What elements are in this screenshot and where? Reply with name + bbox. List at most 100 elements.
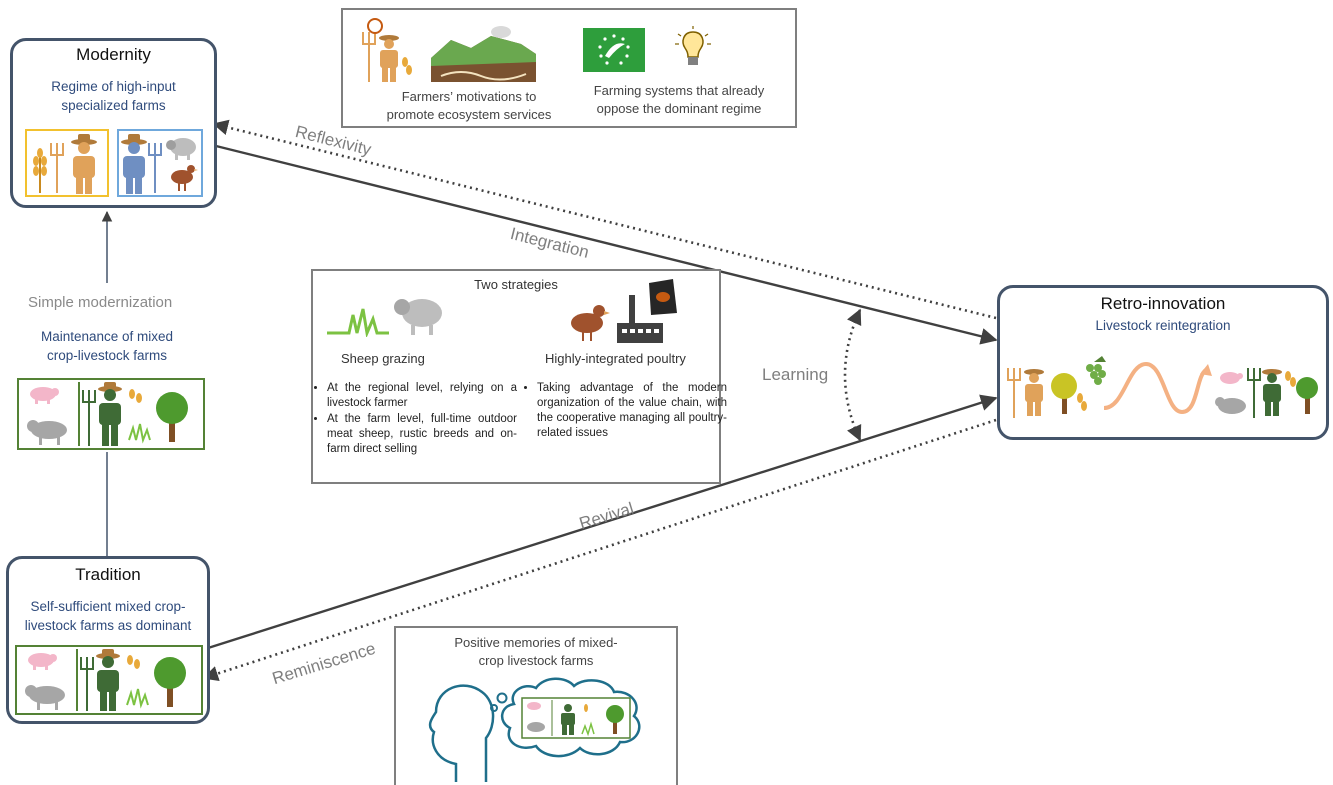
farmer-icon <box>1262 369 1282 416</box>
modernity-subtitle: Regime of high-input specialized farms <box>13 77 214 115</box>
pig-icon <box>527 702 541 710</box>
pig-icon <box>28 653 57 670</box>
chicken-icon <box>171 165 198 191</box>
poultry-illustration <box>571 279 677 343</box>
farmer-icon <box>98 382 122 446</box>
memory-illustration <box>428 677 641 782</box>
thought-dot-icon <box>490 704 498 712</box>
landscape-icon <box>431 26 536 82</box>
memories-line2: crop livestock farms <box>478 653 594 668</box>
wheat-icon <box>129 389 142 403</box>
reminiscence-arrow <box>202 418 997 682</box>
simple-modernization-label: Simple modernization <box>28 294 173 311</box>
learning-label: Learning <box>762 365 829 384</box>
livestock-farmer-illustration <box>121 134 198 194</box>
tradition-farm-frame <box>15 645 203 715</box>
tree-icon <box>606 705 624 734</box>
maintenance-label: Maintenance of mixed crop-livestock farm… <box>12 327 202 365</box>
wheat-icon <box>402 57 412 75</box>
poultry-bullet-value-chain: Taking advantage of the modern organizat… <box>537 381 727 441</box>
factory-icon <box>617 295 663 343</box>
tradition-subtitle-line1: Self-sufficient mixed crop- <box>30 599 186 614</box>
tradition-subtitle-line2: livestock farms as dominant <box>24 618 192 633</box>
crop-farm-frame <box>25 129 109 197</box>
cow-icon <box>1215 397 1246 414</box>
tradition-node: Tradition Self-sufficient mixed crop- li… <box>6 556 210 724</box>
sheep-icon <box>394 299 442 335</box>
modernity-title: Modernity <box>76 45 151 64</box>
head-icon <box>428 684 495 782</box>
tree-icon <box>1296 377 1318 414</box>
sheep-bullet-farm: At the farm level, full-time outdoor mea… <box>327 412 517 457</box>
pitchfork-icon <box>1247 368 1261 418</box>
pig-icon <box>30 387 59 404</box>
pollinator-icon <box>367 18 383 34</box>
grass-icon <box>126 688 149 709</box>
poultry-bullets: Taking advantage of the modern organizat… <box>523 381 727 442</box>
integration-arrow <box>211 143 998 345</box>
opposing-systems-line1: Farming systems that already <box>593 83 765 98</box>
wheat-icon <box>1077 393 1087 411</box>
strategies-box: Two strategies Sheep grazing Highly- <box>311 269 727 484</box>
sheep-grazing-illustration <box>327 299 442 337</box>
wheat-icon <box>1285 371 1296 387</box>
maintenance-label-line2: crop-livestock farms <box>46 348 168 363</box>
pitchfork-icon <box>50 143 64 193</box>
livestock-reintegration-illustration <box>1007 356 1318 418</box>
modernity-subtitle-line1: Regime of high-input <box>51 79 176 94</box>
poultry-title: Highly-integrated poultry <box>545 351 686 366</box>
grass-icon <box>128 423 151 444</box>
chicken-icon <box>571 305 610 341</box>
cow-icon <box>25 685 65 710</box>
memories-caption: Positive memories of mixed- crop livesto… <box>396 634 676 670</box>
crop-farmer-illustration <box>33 134 97 194</box>
remembered-farm-frame <box>521 697 631 739</box>
wave-arrowhead <box>1200 364 1212 376</box>
pig-icon <box>1220 372 1243 384</box>
learning-arrow <box>843 308 862 442</box>
farmer-icon <box>379 35 399 82</box>
tree-icon <box>156 392 188 442</box>
strategies-heading: Two strategies <box>474 277 558 292</box>
feed-bag-icon <box>649 279 677 315</box>
maintenance-label-line1: Maintenance of mixed <box>40 329 174 344</box>
motivations-caption: Farmers’ motivations to promote ecosyste… <box>383 88 555 124</box>
fruit-tree-icon <box>1051 373 1077 414</box>
farmer-icon <box>71 134 97 194</box>
livestock-farm-frame <box>117 129 203 197</box>
opposing-systems-caption: Farming systems that already oppose the … <box>579 82 779 118</box>
sheep-grazing-bullets: At the regional level, relying on a live… <box>313 381 517 458</box>
grass-icon <box>327 308 389 337</box>
tradition-title: Tradition <box>75 565 141 584</box>
pitchfork-icon <box>82 390 96 446</box>
grapes-icon <box>1086 356 1106 385</box>
mixed-farm-illustration <box>25 649 186 711</box>
farmer-icon <box>1024 369 1044 416</box>
pitchfork-icon <box>1007 368 1021 418</box>
ecosystem-services-illustration <box>362 18 536 82</box>
thought-dot-icon <box>496 692 508 704</box>
pitchfork-icon <box>362 32 376 82</box>
sheep-icon <box>166 138 196 160</box>
wheat-icon <box>127 655 140 669</box>
cow-icon <box>527 722 545 732</box>
pitchfork-icon <box>148 143 162 193</box>
memories-line1: Positive memories of mixed- <box>454 635 618 650</box>
maintenance-farm-frame <box>17 378 205 450</box>
wheat-icon <box>33 148 47 193</box>
retro-innovation-title: Retro-innovation <box>1100 294 1226 313</box>
cow-icon <box>27 420 67 445</box>
grass-icon <box>581 721 595 737</box>
motivations-line1: Farmers’ motivations to <box>401 89 537 104</box>
retro-innovation-node: Retro-innovation Livestock reintegration <box>997 285 1329 440</box>
farmer-icon <box>121 134 147 194</box>
memories-box: Positive memories of mixed- crop livesto… <box>394 626 678 785</box>
pitchfork-icon <box>80 657 94 711</box>
modernity-node: Modernity Regime of high-input specializ… <box>10 38 217 208</box>
tree-icon <box>154 657 186 707</box>
mixed-farm-illustration <box>27 382 188 446</box>
eu-organic-logo-icon <box>583 28 645 72</box>
sheep-bullet-regional: At the regional level, relying on a live… <box>327 381 517 411</box>
opposing-systems-line2: oppose the dominant regime <box>596 101 762 116</box>
